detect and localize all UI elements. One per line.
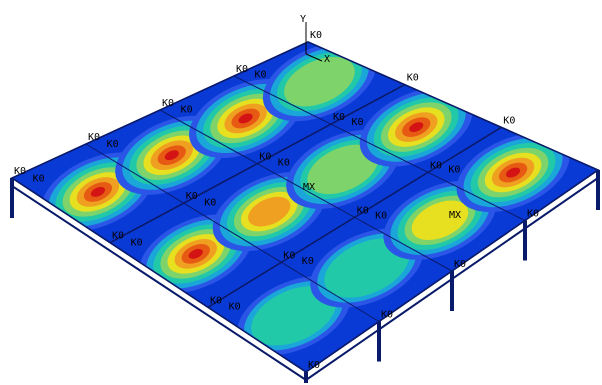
node-label: K0: [310, 30, 322, 41]
node-label: K0: [407, 73, 419, 84]
node-label: K0: [333, 112, 345, 123]
panel-r4-c2: [359, 87, 473, 167]
contour-band: [90, 186, 105, 197]
contour-band: [506, 167, 521, 178]
node-label: K0: [88, 132, 100, 143]
node-label: K0: [236, 64, 248, 75]
contour-band: [188, 248, 203, 259]
panel-grid-lines: [85, 75, 526, 322]
grid-line: [233, 75, 526, 221]
contour-band: [251, 286, 336, 346]
node-label: K0: [210, 295, 222, 306]
node-label: K0: [503, 115, 515, 126]
column: [10, 178, 14, 218]
contour-band: [411, 200, 469, 241]
node-label: K0: [107, 139, 119, 150]
node-label: K0: [33, 174, 45, 185]
node-label: K0: [381, 310, 393, 321]
node-label: K0: [229, 302, 241, 313]
axis-y-label: Y: [300, 14, 306, 25]
node-label: K0: [527, 209, 539, 220]
contour-band: [324, 238, 410, 298]
max-marker-2: MX: [449, 210, 461, 221]
node-label: K0: [131, 238, 143, 249]
node-label: K0: [454, 259, 466, 270]
node-label: K0: [357, 205, 369, 216]
column: [450, 271, 454, 311]
contour-band: [409, 122, 424, 133]
contour-band: [284, 56, 355, 107]
column: [523, 220, 527, 261]
node-label: K0: [278, 157, 290, 168]
column: [377, 321, 381, 362]
column: [304, 372, 308, 383]
node-label: K0: [352, 117, 364, 128]
contour-band: [248, 196, 291, 227]
contour-band: [307, 144, 379, 195]
node-label: K0: [186, 191, 198, 202]
panel-r4-c1: [262, 42, 376, 122]
contour-band: [238, 113, 253, 124]
grid-line: [109, 83, 406, 244]
node-label: K0: [181, 104, 193, 115]
panel-r1-c2: [139, 214, 253, 294]
grid-line: [159, 109, 453, 272]
node-label: K0: [162, 98, 174, 109]
node-label: K0: [283, 250, 295, 261]
node-label: K0: [302, 256, 314, 267]
node-label: K0: [112, 231, 124, 242]
panel-r1-c1: [41, 152, 155, 232]
node-label: K0: [259, 152, 271, 163]
contour-band: [164, 150, 179, 161]
node-label: K0: [255, 70, 267, 81]
max-marker-1: MX: [303, 182, 315, 193]
node-label: K0: [14, 166, 26, 177]
grid-line: [85, 143, 380, 322]
slab-front-edge: [11, 170, 599, 382]
node-label: K0: [375, 210, 387, 221]
node-label: K0: [204, 197, 216, 208]
panel-r4-c3: [456, 133, 570, 213]
stress-contours: [41, 42, 570, 356]
node-label: K0: [448, 165, 460, 176]
coordinate-triad: Y X: [300, 14, 330, 65]
node-label: K0: [308, 360, 320, 371]
node-label: K0: [430, 160, 442, 171]
grid-line: [207, 126, 502, 309]
column: [596, 170, 600, 210]
axis-x-label: X: [324, 54, 330, 65]
